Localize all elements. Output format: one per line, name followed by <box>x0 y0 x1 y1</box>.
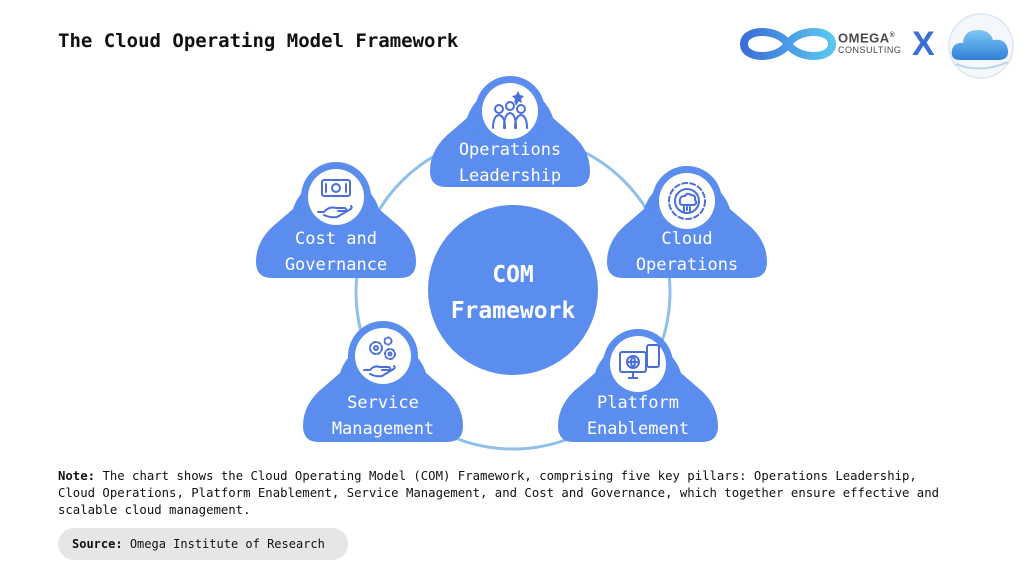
pillar-label-line-1: Service <box>347 393 419 413</box>
pillar-label-line-2: Enablement <box>587 419 689 439</box>
omega-infinity-icon <box>739 28 837 60</box>
com-framework-diagram: COM Framework Operations Leadership <box>256 76 767 451</box>
pillar-label-line-1: Operations <box>459 140 561 160</box>
source-text: Omega Institute of Research <box>129 537 325 551</box>
pillar-platform-enablement: Platform Enablement <box>558 329 718 442</box>
note-paragraph: Note: The chart shows the Cloud Operatin… <box>58 468 958 519</box>
pillar-service-management: Service Management <box>303 321 463 442</box>
brand-logos: OMEGA® CONSULTING X <box>738 12 1018 82</box>
omega-name: OMEGA <box>838 30 890 46</box>
pillar-cloud-operations: Cloud Operations <box>607 166 767 278</box>
note-label: Note: <box>58 469 96 483</box>
leadership-icon <box>492 91 528 129</box>
pillar-label-line-1: Platform <box>597 393 679 413</box>
page-title: The Cloud Operating Model Framework <box>58 30 459 52</box>
cloud-gear-icon <box>668 182 706 220</box>
center-label-line-1: COM <box>492 262 534 288</box>
hand-money-icon <box>317 179 353 219</box>
pillar-label-line-2: Leadership <box>459 166 561 186</box>
pillar-label-line-2: Operations <box>636 255 738 275</box>
cloud-logo-icon <box>948 13 1014 79</box>
hand-gears-icon <box>363 336 396 378</box>
source-label: Source: <box>72 537 123 551</box>
pillar-operations-leadership: Operations Leadership <box>430 76 590 187</box>
omega-wordmark: OMEGA® CONSULTING <box>838 29 901 56</box>
omega-subtitle: CONSULTING <box>838 45 902 56</box>
pillar-label-line-1: Cost and <box>295 229 377 249</box>
pillar-cost-and-governance: Cost and Governance <box>256 162 416 278</box>
pillar-label-line-2: Management <box>332 419 434 439</box>
pillar-label-line-1: Cloud <box>661 229 712 249</box>
devices-icon <box>619 344 660 379</box>
registered-mark: ® <box>889 32 896 39</box>
note-text: The chart shows the Cloud Operating Mode… <box>58 469 939 517</box>
center-label-line-2: Framework <box>451 298 576 324</box>
source-badge: Source: Omega Institute of Research <box>58 528 348 560</box>
center-node: COM Framework <box>428 205 598 375</box>
collaboration-x: X <box>912 25 935 63</box>
pillar-label-line-2: Governance <box>285 255 387 275</box>
